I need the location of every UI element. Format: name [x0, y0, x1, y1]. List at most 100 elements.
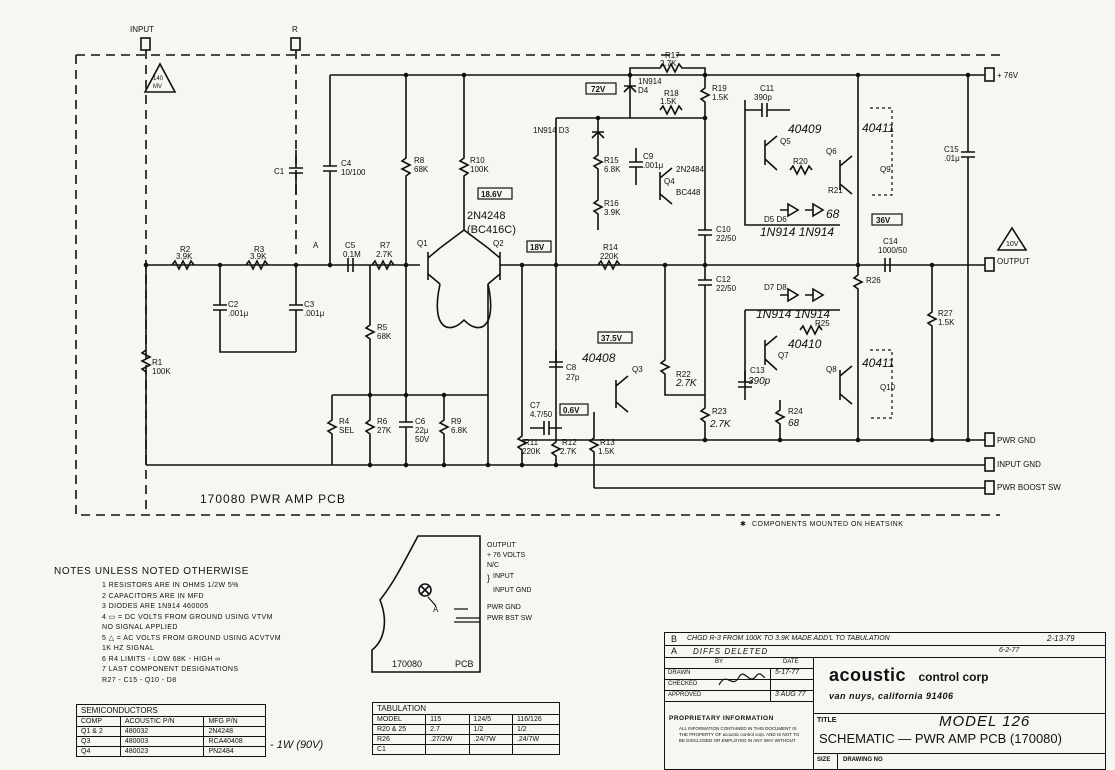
pwr-gnd-connector[interactable]	[984, 432, 995, 447]
heatsink-note: COMPONENTS MOUNTED ON HEATSINK	[752, 521, 903, 528]
r10-value: 100K	[470, 165, 489, 174]
r10-label: R10	[470, 156, 485, 165]
pwr-boost-connector[interactable]	[984, 480, 995, 495]
v76-connector[interactable]	[984, 67, 995, 82]
c6-value-line2: 50V	[415, 435, 430, 444]
r6-label: R6	[377, 417, 388, 426]
q8-transistor	[839, 365, 853, 405]
c7-label: C7	[530, 401, 541, 410]
table-row: Q4 480023 PN2484	[76, 746, 266, 757]
pin-input: INPUT	[493, 573, 515, 580]
r6-value: 27K	[377, 426, 392, 435]
c3-label: C3	[304, 300, 315, 309]
r20-label: R20	[793, 157, 808, 166]
r17-resistor	[629, 62, 706, 75]
tabulation-header: 124/5	[468, 714, 513, 725]
r3-resistor	[245, 259, 269, 271]
c12-label: C12	[716, 275, 731, 284]
r7-resistor	[371, 259, 395, 271]
c6-capacitor	[399, 395, 413, 465]
r1-label: R1	[152, 358, 163, 367]
note-item: 4 ▭ = DC VOLTS FROM GROUND USING VTVM	[102, 613, 273, 621]
pcb-sketch-pins: OUTPUT + 76 VOLTS N/C INPUT } INPUT GND …	[487, 542, 532, 622]
pin-pwr-bst-sw: PWR BST SW	[487, 615, 532, 622]
v76-label: + 76V	[997, 71, 1019, 80]
input-connector[interactable]	[140, 37, 151, 51]
q10-label: Q10	[880, 383, 896, 392]
c15-value: .01μ	[944, 154, 960, 163]
notes-title: NOTES UNLESS NOTED OTHERWISE	[54, 566, 249, 577]
pin-pwr-gnd: PWR GND	[487, 604, 521, 611]
tabulation-title: TABULATION	[372, 702, 560, 715]
voltage-box-72v	[585, 82, 617, 95]
input-gnd-connector[interactable]	[984, 457, 995, 472]
lower-driver-frame	[744, 309, 840, 400]
c8-label: C8	[566, 363, 577, 372]
voltage-box-37-5v	[597, 331, 633, 344]
r15-r16-resistors	[592, 138, 604, 230]
r27-value: 1.5K	[938, 318, 955, 327]
q2-transistor	[487, 247, 501, 285]
note-item: R27 - C15 - Q10 - D8	[102, 676, 177, 684]
q8-label: Q8	[826, 365, 837, 374]
q4-label: Q4	[664, 177, 675, 186]
q6-label: Q6	[826, 147, 837, 156]
voltage-box-18-6v	[477, 187, 513, 200]
semis-title: SEMICONDUCTORS	[76, 704, 266, 717]
heatsink-outline-lower	[870, 349, 893, 419]
r2-value: 3.9K	[176, 252, 193, 261]
voltage-0-6v: 0.6V	[563, 406, 580, 415]
q6-transistor	[839, 155, 853, 195]
note-item: 1 RESISTORS ARE IN OHMS 1/2W 5%	[102, 582, 239, 589]
c12-value: 22/50	[716, 284, 737, 293]
input-level-unit: MV	[153, 84, 162, 90]
company-suffix: control corp	[918, 670, 989, 684]
r24-value: 68	[788, 418, 800, 429]
c9-capacitor	[629, 148, 643, 185]
c10-capacitor	[698, 229, 712, 265]
pin-output: OUTPUT	[487, 542, 517, 549]
r25-resistor	[799, 324, 823, 336]
note-item: 7 LAST COMPONENT DESIGNATIONS	[102, 666, 239, 673]
c4-label: C4	[341, 159, 352, 168]
note-item: 3 DIODES ARE 1N914 460005	[102, 603, 209, 610]
r22-value: 2.7K	[675, 378, 698, 389]
heatsink-note-star: ✱	[740, 520, 746, 528]
r19-value: 1.5K	[712, 93, 729, 102]
r12-value: 2.7K	[560, 447, 577, 456]
c14-label: C14	[883, 237, 898, 246]
c11-capacitor	[745, 103, 790, 117]
pcb-label: 170080 PWR AMP PCB	[200, 492, 346, 506]
r7-value: 2.7K	[376, 250, 393, 259]
r15-label: R15	[604, 156, 619, 165]
input-gnd-label: INPUT GND	[997, 460, 1041, 469]
r26-label: R26	[866, 276, 881, 285]
r17-value: 2.7K	[660, 59, 677, 68]
r11-resistor	[516, 265, 528, 465]
r23-resistor	[699, 400, 711, 440]
r4-resistor	[326, 395, 338, 465]
upper-driver-frame	[744, 100, 840, 226]
c9-label: C9	[643, 152, 654, 161]
c6-value-line1: 22μ	[415, 426, 429, 435]
company-name: acoustic	[829, 665, 907, 685]
c5-capacitor	[347, 258, 354, 272]
table-row: Q3 480003 RCA40408	[76, 736, 266, 747]
voltage-37-5v: 37.5V	[601, 334, 623, 343]
r21-label: R21	[828, 186, 843, 195]
r5-label: R5	[377, 323, 388, 332]
pcb-sketch	[371, 535, 481, 673]
d7-d8-label: D7 D8	[764, 283, 787, 292]
r14-label: R14	[603, 243, 618, 252]
r5-value: 68K	[377, 332, 392, 341]
revision-row-b: B CHGD R-3 FROM 100K TO 3.9K MADE ADD'L …	[665, 633, 1105, 646]
r20-resistor	[789, 164, 813, 176]
c7-capacitor	[530, 421, 562, 435]
r-connector[interactable]	[290, 37, 301, 51]
r12-resistor	[550, 440, 562, 465]
q7-type: 40410	[788, 337, 822, 351]
r27-resistor	[926, 265, 938, 440]
c4-value: 10/100	[341, 168, 366, 177]
d4-diode	[623, 75, 637, 118]
output-connector[interactable]	[984, 257, 995, 272]
